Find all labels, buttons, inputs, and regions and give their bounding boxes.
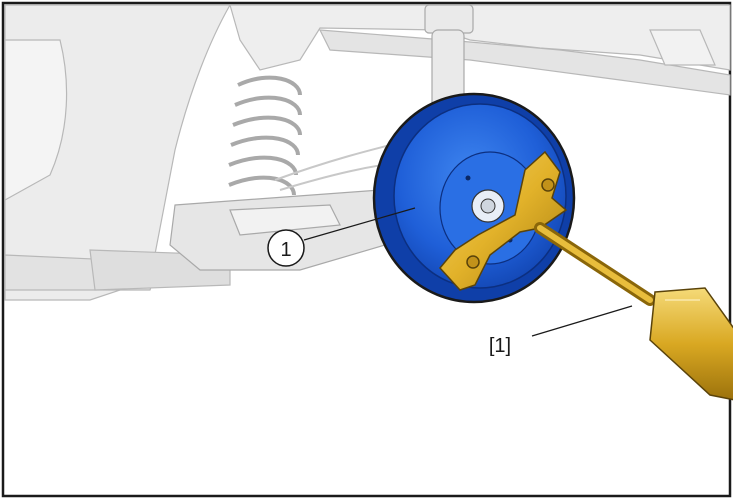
slide-hammer-weight (649, 287, 733, 401)
drum-puller-tool (439, 150, 733, 401)
tool-callout-label: [1] (489, 335, 511, 357)
component-callout-label: 1 (280, 239, 291, 261)
underbody-structure (229, 4, 731, 96)
tool-leader-line (531, 305, 633, 337)
brake-drum (372, 92, 576, 304)
component-leader-line (303, 207, 416, 241)
component-callout-circle (267, 229, 305, 267)
coil-spring (228, 75, 302, 196)
